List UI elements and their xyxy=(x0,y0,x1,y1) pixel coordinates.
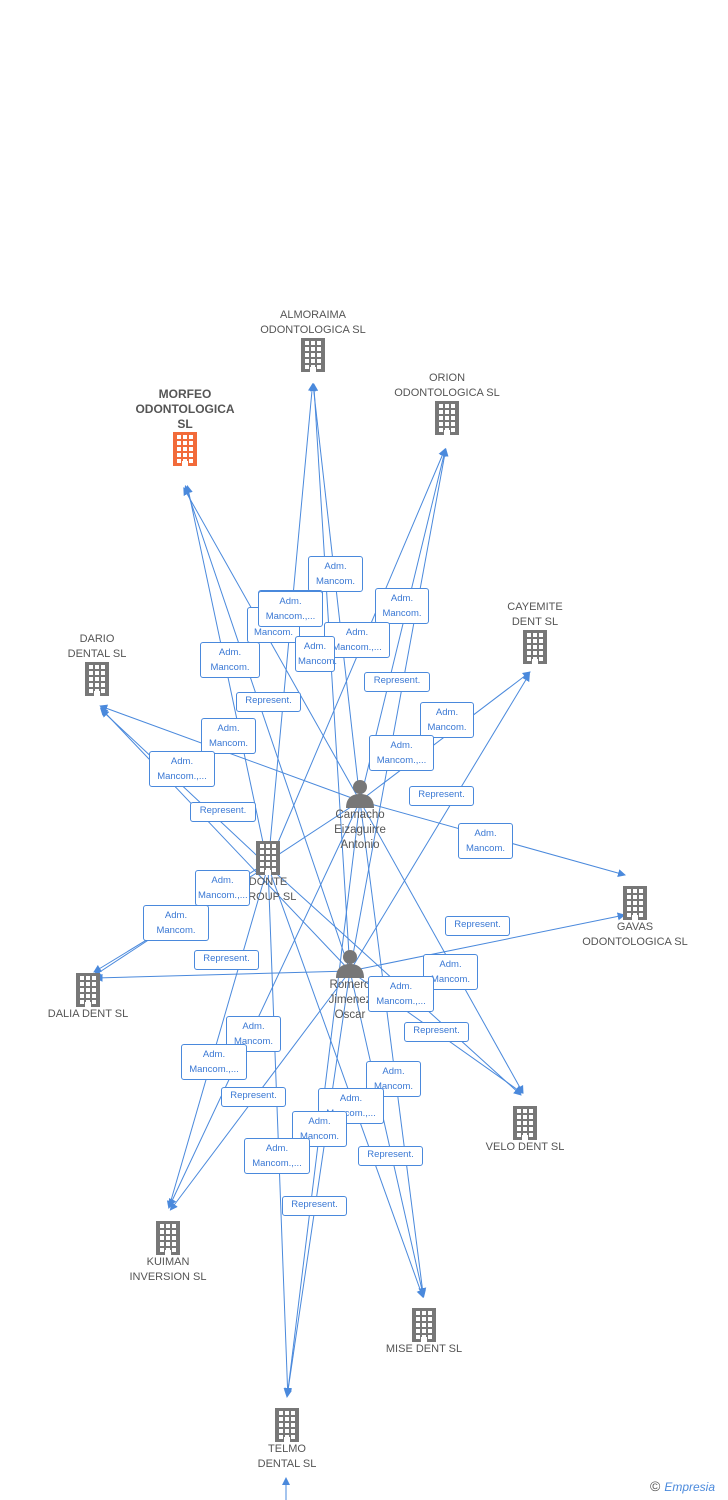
edge-label-represent[interactable]: Represent. xyxy=(190,802,256,822)
building-icon xyxy=(156,1221,180,1255)
building-icon xyxy=(173,432,197,466)
edge-line xyxy=(349,448,449,972)
edge-line xyxy=(166,865,269,1209)
building-icon xyxy=(623,886,647,920)
edge-line xyxy=(359,800,524,1094)
edge-label-adm-mancom[interactable]: Adm. Mancom.,... xyxy=(244,1138,310,1174)
edge-line xyxy=(99,707,351,972)
edge-label-represent[interactable]: Represent. xyxy=(404,1022,469,1042)
company-label: MISE DENT SL xyxy=(385,1343,463,1355)
company-node-dalia[interactable]: DALIA DENT SL xyxy=(23,973,153,1022)
edge-label-adm-mancom[interactable]: Adm. Mancom.,... xyxy=(368,976,434,1012)
edge-line xyxy=(310,383,351,972)
building-icon xyxy=(76,973,100,1007)
company-label: GAVAS ODONTOLOGICA SL xyxy=(582,921,688,948)
edge-label-represent[interactable]: Represent. xyxy=(358,1146,423,1166)
edge-label-adm-mancom[interactable]: Adm. Mancom. xyxy=(200,642,260,678)
edge-line xyxy=(349,673,530,972)
company-node-orion[interactable]: ORION ODONTOLOGICA SL xyxy=(382,371,512,435)
edge-line xyxy=(183,487,361,802)
edge-label-adm-mancom[interactable]: Adm. Mancom.,... xyxy=(369,735,434,771)
brand-footer[interactable]: ©Empresia xyxy=(650,1478,715,1494)
building-icon xyxy=(275,1408,299,1442)
edge-label-represent[interactable]: Represent. xyxy=(364,672,430,692)
edge-label-represent[interactable]: Represent. xyxy=(221,1087,286,1107)
company-label: VELO DENT SL xyxy=(485,1141,565,1153)
edge-label-represent[interactable]: Represent. xyxy=(409,786,474,806)
company-label: DARIO DENTAL SL xyxy=(67,633,127,660)
company-node-velo[interactable]: VELO DENT SL xyxy=(460,1106,590,1155)
edge-label-adm-mancom[interactable]: Adm. Mancom. xyxy=(295,636,337,672)
company-label: ORION ODONTOLOGICA SL xyxy=(394,372,500,399)
building-icon xyxy=(435,401,459,435)
edge-label-adm-mancom[interactable]: Adm. Mancom.,... xyxy=(181,1044,247,1080)
edge-label-adm-mancom[interactable]: Adm. Mancom. xyxy=(308,556,363,592)
brand-name: Empresia xyxy=(664,1480,716,1494)
edge-line xyxy=(349,970,426,1298)
edge-label-adm-mancom[interactable]: Adm. Mancom. xyxy=(201,718,256,754)
edge-label-adm-mancom[interactable]: Adm. Mancom. xyxy=(458,823,513,859)
edge-label-represent[interactable]: Represent. xyxy=(445,916,510,936)
company-label: ALMORAIMA ODONTOLOGICA SL xyxy=(260,309,366,336)
person-node-romero[interactable]: Romero Jimenez Oscar xyxy=(305,948,395,1023)
company-node-dario[interactable]: DARIO DENTAL SL xyxy=(32,632,162,696)
edge-line xyxy=(168,800,361,1207)
edge-label-represent[interactable]: Represent. xyxy=(236,692,301,712)
edge-label-adm-mancom[interactable]: Adm. Mancom.,... xyxy=(258,591,323,627)
edge-line xyxy=(100,709,269,867)
edge-label-adm-mancom[interactable]: Adm. Mancom. xyxy=(143,905,209,941)
edge-line xyxy=(359,800,427,1296)
edge-label-adm-mancom[interactable]: Adm. Mancom. xyxy=(375,588,429,624)
company-label: KUIMAN INVERSION SL xyxy=(129,1256,207,1283)
company-node-almoraima[interactable]: ALMORAIMA ODONTOLOGICA SL xyxy=(248,308,378,372)
edge-line xyxy=(94,970,351,982)
edge-line xyxy=(284,970,351,1398)
company-node-kuiman[interactable]: KUIMAN INVERSION SL xyxy=(103,1221,233,1285)
person-icon xyxy=(336,950,364,978)
building-icon xyxy=(256,841,280,875)
edge-line xyxy=(349,912,626,972)
edge-label-adm-mancom[interactable]: Adm. Mancom.,... xyxy=(195,870,250,906)
company-node-gavas[interactable]: GAVAS ODONTOLOGICA SL xyxy=(570,886,700,950)
person-node-camacho[interactable]: Camacho Eizaguirre Antonio xyxy=(315,778,405,853)
edge-label-represent[interactable]: Represent. xyxy=(194,950,259,970)
person-icon xyxy=(346,780,374,808)
edge-label-represent[interactable]: Represent. xyxy=(282,1196,347,1216)
person-label: Romero Jimenez Oscar xyxy=(328,979,372,1021)
company-node-cayemite[interactable]: CAYEMITE DENT SL xyxy=(470,600,600,664)
building-icon xyxy=(301,338,325,372)
company-node-morfeo[interactable]: MORFEO ODONTOLOGICA SL xyxy=(120,387,250,466)
edge-label-adm-mancom[interactable]: Adm. Mancom. xyxy=(420,702,474,738)
building-icon xyxy=(412,1308,436,1342)
company-label: CAYEMITE DENT SL xyxy=(507,601,563,628)
edge-label-adm-mancom[interactable]: Adm. Mancom.,... xyxy=(149,751,215,787)
edge-line xyxy=(183,485,351,972)
copyright-symbol: © xyxy=(650,1478,661,1494)
building-icon xyxy=(85,662,109,696)
edge-line xyxy=(309,383,361,802)
edge-line xyxy=(267,865,292,1396)
company-label: DALIA DENT SL xyxy=(47,1008,129,1020)
person-label: Camacho Eizaguirre Antonio xyxy=(334,809,386,851)
building-icon xyxy=(523,630,547,664)
building-icon xyxy=(513,1106,537,1140)
company-label: TELMO DENTAL SL xyxy=(257,1443,317,1470)
edge-label-adm-mancom[interactable]: Adm. Mancom.,... xyxy=(324,622,390,658)
company-node-mise[interactable]: MISE DENT SL xyxy=(359,1308,489,1357)
company-label: MORFEO ODONTOLOGICA SL xyxy=(135,387,235,431)
company-node-telmo[interactable]: TELMO DENTAL SL xyxy=(222,1408,352,1472)
edge-line xyxy=(267,865,425,1298)
